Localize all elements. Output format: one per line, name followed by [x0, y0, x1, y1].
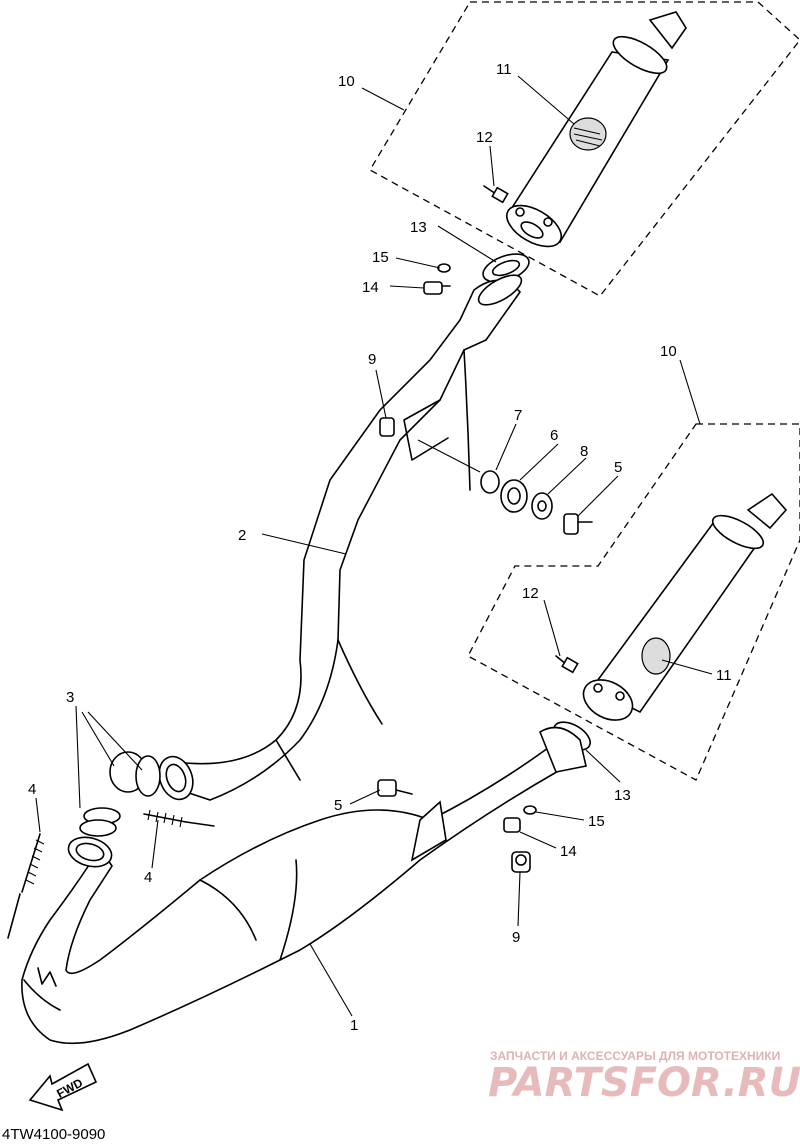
callout-13-lower: 13 — [614, 787, 631, 804]
gasket-rings-3 — [79, 751, 161, 837]
callout-7: 7 — [514, 407, 522, 424]
silencer-lower — [582, 492, 788, 721]
forward-arrow: FWD — [28, 1062, 98, 1112]
callout-14-upper: 14 — [362, 279, 379, 296]
watermark: ЗАПЧАСТИ И АКСЕССУАРЫ ДЛЯ МОТОТЕХНИКИ PA… — [488, 1049, 800, 1106]
callout-12-lower: 12 — [522, 585, 539, 602]
bolt-12-upper — [483, 185, 509, 204]
callout-15-lower: 15 — [588, 813, 605, 830]
callout-10-lower: 10 — [660, 343, 677, 360]
callout-5-lower: 5 — [334, 797, 342, 814]
collar-7 — [480, 470, 500, 494]
callout-2: 2 — [238, 527, 246, 544]
exhaust-pipe-1 — [21, 726, 587, 1045]
bolt-5-upper — [563, 513, 593, 535]
callout-11-upper: 11 — [496, 61, 512, 78]
bolt-5-lower — [377, 779, 413, 797]
callout-4-left: 4 — [28, 781, 36, 798]
callout-9-lower: 9 — [512, 929, 520, 946]
callout-10-upper: 10 — [338, 73, 355, 90]
leader-lines — [35, 75, 713, 1017]
callout-3: 3 — [66, 689, 74, 706]
watermark-tagline: ЗАПЧАСТИ И АКСЕССУАРЫ ДЛЯ МОТОТЕХНИКИ — [490, 1049, 780, 1063]
watermark-brand: PARTSFOR.RU — [488, 1060, 800, 1106]
callout-14-lower: 14 — [560, 843, 577, 860]
washer-15-lower — [523, 805, 537, 815]
callout-labels: 10 11 12 13 15 14 9 10 7 6 8 5 2 12 11 3… — [28, 61, 732, 1034]
callout-11-lower: 11 — [716, 667, 732, 684]
bolt-14-upper — [423, 281, 451, 295]
callout-1: 1 — [350, 1017, 358, 1034]
callout-13-upper: 13 — [410, 219, 427, 236]
nut-9-upper — [379, 417, 395, 437]
muffler-group-outline-lower — [467, 423, 800, 781]
callout-4-right: 4 — [144, 869, 152, 886]
diagram-code: 4TW4100-9090 — [2, 1126, 106, 1143]
callout-5-upper: 5 — [614, 459, 622, 476]
spring-4-left — [7, 833, 45, 939]
callout-12-upper: 12 — [476, 129, 493, 146]
bolt-12-lower — [555, 655, 579, 674]
nut-9-lower — [511, 851, 531, 873]
callout-15-upper: 15 — [372, 249, 389, 266]
callout-8: 8 — [580, 443, 588, 460]
exhaust-pipe-2 — [175, 274, 523, 801]
callout-6: 6 — [550, 427, 558, 444]
header-pipe-end — [67, 755, 194, 868]
bolt-14-lower — [503, 817, 521, 833]
callout-9-upper: 9 — [368, 351, 376, 368]
muffler-group-outline-upper — [369, 1, 800, 297]
spring-4-right — [143, 809, 215, 828]
silencer-upper — [506, 11, 687, 248]
